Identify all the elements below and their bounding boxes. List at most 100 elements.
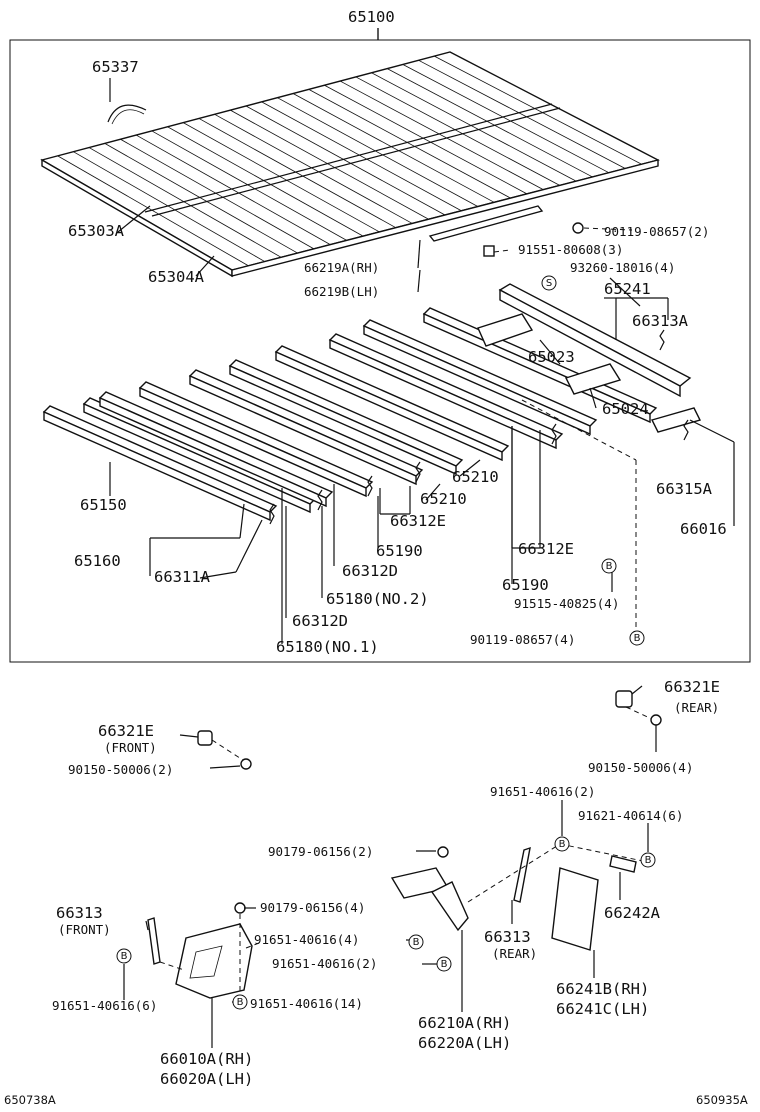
label-91651-40616-14: 91651-40616(14) bbox=[250, 996, 363, 1011]
label-65150: 65150 bbox=[80, 496, 127, 514]
stay-66313-rear bbox=[513, 846, 531, 903]
svg-text:B: B bbox=[237, 997, 244, 1008]
sill-9 bbox=[362, 319, 598, 436]
fastener-badges: S B B B B B B B B bbox=[116, 275, 656, 1010]
clip-spring-3 bbox=[367, 475, 373, 497]
side-strip-part bbox=[428, 205, 544, 242]
cross-sills bbox=[42, 307, 658, 522]
sill-1 bbox=[42, 405, 278, 522]
clip-66321E-front bbox=[197, 730, 252, 770]
label-66241C: 66241C(LH) bbox=[556, 1000, 649, 1018]
label-66241B: 66241B(RH) bbox=[556, 980, 649, 998]
label-91651-40616-2a: 91651-40616(2) bbox=[490, 784, 595, 799]
label-66312D-b: 66312D bbox=[292, 612, 348, 630]
badge-b-9: B bbox=[232, 994, 248, 1010]
label-66016: 66016 bbox=[680, 520, 727, 538]
label-91515-40825-4: 91515-40825(4) bbox=[514, 596, 619, 611]
label-66313A: 66313A bbox=[632, 312, 689, 330]
label-65100: 65100 bbox=[348, 8, 395, 26]
label-90150-50006-2: 90150-50006(2) bbox=[68, 762, 173, 777]
label-65337: 65337 bbox=[92, 58, 139, 76]
label-65180-no2: 65180(NO.2) bbox=[326, 590, 429, 608]
bracket-65024 bbox=[565, 363, 622, 395]
sill-65241 bbox=[498, 283, 692, 398]
bed-floor-panel bbox=[40, 51, 660, 278]
nuts-lower bbox=[234, 846, 449, 914]
clip-spring-7 bbox=[683, 419, 689, 441]
label-66313-rear: 66313 bbox=[484, 928, 531, 946]
label-65023: 65023 bbox=[528, 348, 575, 366]
label-91621-40614-6: 91621-40614(6) bbox=[578, 808, 683, 823]
svg-text:S: S bbox=[546, 278, 552, 289]
label-65210-a: 65210 bbox=[452, 468, 499, 486]
label-66312E-b: 66312E bbox=[518, 540, 574, 558]
label-66219A: 66219A(RH) bbox=[304, 260, 379, 275]
badge-b-4: B bbox=[554, 836, 570, 852]
label-91651-40616-4: 91651-40616(4) bbox=[254, 932, 359, 947]
clip-spring-1 bbox=[269, 503, 275, 525]
badge-s-1: S bbox=[541, 275, 557, 291]
svg-text:B: B bbox=[645, 855, 652, 866]
label-91551-80608-3: 91551-80608(3) bbox=[518, 242, 623, 257]
mudguard-66010A bbox=[175, 923, 253, 999]
bolt-90119-top bbox=[572, 222, 633, 234]
label-65304A: 65304A bbox=[148, 268, 205, 286]
reference-left: 650738A bbox=[4, 1093, 56, 1107]
bracket-65023 bbox=[477, 313, 534, 347]
label-rear-1: (REAR) bbox=[674, 700, 719, 715]
mudguard-bracket-66210A bbox=[390, 867, 469, 932]
svg-text:B: B bbox=[606, 561, 613, 572]
sill-3 bbox=[98, 391, 334, 508]
reference-right: 650935A bbox=[696, 1093, 748, 1107]
svg-text:B: B bbox=[559, 839, 566, 850]
label-90119-08657-4: 90119-08657(4) bbox=[470, 632, 575, 647]
clip-spring-6 bbox=[659, 329, 665, 351]
label-66020A: 66020A(LH) bbox=[160, 1070, 253, 1088]
svg-text:B: B bbox=[121, 951, 128, 962]
label-66311A: 66311A bbox=[154, 568, 211, 586]
label-65241: 65241 bbox=[604, 280, 651, 298]
label-66321E-rear: 66321E bbox=[664, 678, 720, 696]
stay-66313-front bbox=[147, 917, 161, 965]
sill-8 bbox=[328, 333, 564, 450]
label-90119-08657-2: 90119-08657(2) bbox=[604, 224, 709, 239]
svg-text:B: B bbox=[441, 959, 448, 970]
clip-spring-2 bbox=[317, 489, 323, 511]
label-65180-no1: 65180(NO.1) bbox=[276, 638, 379, 656]
label-65160: 65160 bbox=[74, 552, 121, 570]
clip-spring-5 bbox=[551, 423, 557, 445]
wheel-arch-part bbox=[107, 104, 147, 123]
label-66312E-a: 66312E bbox=[390, 512, 446, 530]
label-65190-a: 65190 bbox=[376, 542, 423, 560]
label-front-1: (FRONT) bbox=[104, 740, 157, 755]
badge-b-8: B bbox=[116, 948, 132, 964]
label-90179-06156-2: 90179-06156(2) bbox=[268, 844, 373, 859]
label-65210-b: 65210 bbox=[420, 490, 467, 508]
part-labels: 65100 65337 65303A 65304A 90119-08657(2)… bbox=[4, 8, 748, 1107]
clip-spring-4 bbox=[415, 461, 421, 483]
badge-b-3: B bbox=[629, 630, 645, 646]
sill-4 bbox=[138, 381, 374, 498]
bolt-91551 bbox=[483, 245, 511, 257]
clip-66321E-rear bbox=[615, 690, 662, 752]
label-91651-40616-6: 91651-40616(6) bbox=[52, 998, 157, 1013]
badge-b-7: B bbox=[436, 956, 452, 972]
label-rear-2: (REAR) bbox=[492, 946, 537, 961]
badge-b-6: B bbox=[408, 934, 424, 950]
label-65303A: 65303A bbox=[68, 222, 125, 240]
badge-b-5: B bbox=[640, 852, 656, 868]
clips bbox=[269, 329, 689, 525]
label-front-2: (FRONT) bbox=[58, 922, 111, 937]
svg-text:B: B bbox=[413, 937, 420, 948]
label-66242A: 66242A bbox=[604, 904, 661, 922]
sill-5 bbox=[188, 369, 424, 486]
label-65024: 65024 bbox=[602, 400, 649, 418]
label-66219B: 66219B(LH) bbox=[304, 284, 379, 299]
label-66210A: 66210A(RH) bbox=[418, 1014, 511, 1032]
label-66313-front: 66313 bbox=[56, 904, 103, 922]
lower-dashed-leaders bbox=[159, 843, 649, 994]
label-93260-18016-4: 93260-18016(4) bbox=[570, 260, 675, 275]
label-91651-40616-2b: 91651-40616(2) bbox=[272, 956, 377, 971]
plate-66242A bbox=[609, 855, 637, 873]
